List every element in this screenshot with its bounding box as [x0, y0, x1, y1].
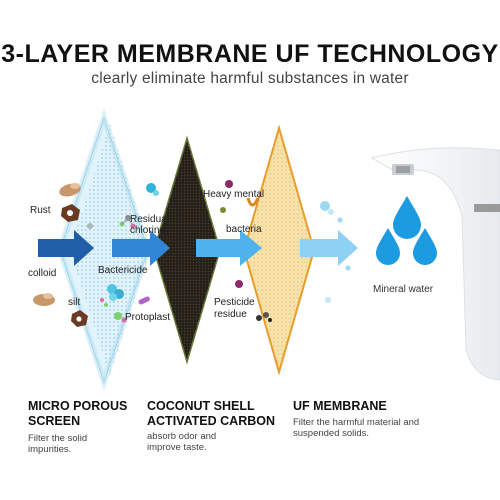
uf-membrane-layer [242, 124, 316, 376]
page-subtitle: clearly eliminate harmful substances in … [91, 70, 409, 87]
flow-arrow-3 [196, 230, 262, 266]
layer-3-description: Filter the harmful material and suspende… [293, 417, 420, 439]
heavy-metal-particles [220, 180, 260, 213]
layer-1-description: Filter the solid impurities. [28, 433, 88, 455]
layer-2-description: absorb odor and improve taste. [147, 431, 217, 453]
water-drop-icon [376, 196, 437, 265]
flow-arrow-1 [38, 230, 94, 266]
pesticide-particles [235, 280, 272, 322]
label-bactericide: Bactericide [98, 265, 148, 276]
label-silt: silt [68, 297, 81, 308]
residual-chlorine-particles [119, 215, 136, 229]
rust-particles [59, 183, 81, 222]
layer-3-heading: UF MEMBRANE [293, 399, 387, 413]
page-title: 3-LAYER MEMBRANE UF TECHNOLOGY [1, 40, 499, 68]
activated-carbon-layer [153, 135, 221, 365]
clean-water-bubbles [320, 201, 351, 303]
bactericide-particles [100, 284, 124, 307]
faucet-illustration [370, 147, 500, 381]
flow-arrow-4 [300, 230, 358, 266]
label-residual-chlorine: Residual chlorine [130, 214, 169, 236]
label-bacteria: bacteria [226, 224, 262, 235]
layer-2-heading: COCONUT SHELL ACTIVATED CARBON [147, 399, 276, 428]
label-protoplast: Protoplast [125, 312, 171, 323]
silt-particles [33, 293, 88, 327]
label-mineral-water: Mineral water [373, 284, 434, 295]
layer-1-heading: MICRO POROUS SCREEN [28, 399, 128, 428]
label-rust: Rust [30, 205, 51, 216]
colloid-particles [87, 223, 93, 229]
label-pesticide-residue: Pesticide residue [214, 297, 255, 320]
protoplast-particles [114, 296, 150, 323]
flow-arrow-2 [112, 230, 170, 266]
label-heavy-mental: Heavy mental [203, 189, 265, 200]
chlorine-drop-particles [146, 183, 159, 196]
label-colloid: colloid [28, 268, 57, 279]
